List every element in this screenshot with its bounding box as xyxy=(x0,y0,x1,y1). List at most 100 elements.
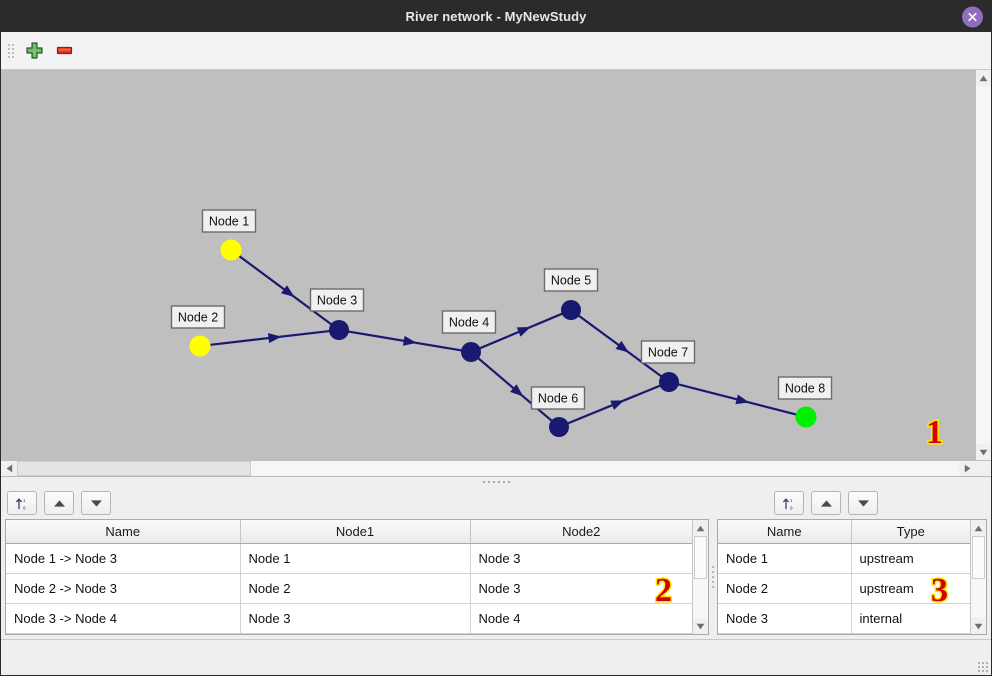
graph-vertical-scroll-track[interactable] xyxy=(976,86,991,444)
triangle-down-icon xyxy=(979,449,988,455)
graph-edge-arrow xyxy=(615,340,629,353)
reaches-vertical-scrollbar[interactable] xyxy=(692,520,708,634)
nodes-move-up-button[interactable] xyxy=(811,491,841,515)
reaches-sort-button[interactable]: 1 9 xyxy=(7,491,37,515)
column-header-node1[interactable]: Node1 xyxy=(240,520,471,544)
table-cell[interactable]: Node 4 -> Node 5 xyxy=(6,633,241,634)
table-cell[interactable]: Node 3 xyxy=(470,543,692,574)
column-header-name[interactable]: Name xyxy=(6,520,241,544)
reaches-scroll-down-button[interactable] xyxy=(693,618,708,634)
nodes-scroll-track[interactable] xyxy=(971,536,986,618)
graph-edge-arrow xyxy=(510,384,524,397)
nodes-move-down-button[interactable] xyxy=(848,491,878,515)
bottom-panel: 1 9 xyxy=(1,487,991,675)
reaches-move-down-button[interactable] xyxy=(81,491,111,515)
tables-splitter[interactable] xyxy=(709,519,717,635)
nodes-vertical-scrollbar[interactable] xyxy=(970,520,986,634)
graph-node-node-3[interactable] xyxy=(329,320,349,340)
panel-splitter[interactable] xyxy=(1,476,991,487)
table-cell[interactable]: Node 4 xyxy=(240,633,471,634)
triangle-up-icon xyxy=(696,525,705,531)
table-cell[interactable]: Node 4 xyxy=(718,633,852,634)
table-cell[interactable]: Node 4 xyxy=(470,603,692,634)
graph-scroll-down-button[interactable] xyxy=(976,444,991,460)
graph-edge-arrow xyxy=(281,285,295,298)
table-cell[interactable]: Node 3 -> Node 4 xyxy=(6,603,241,634)
column-header-type[interactable]: Type xyxy=(851,520,970,544)
graph-node-node-6[interactable] xyxy=(549,417,569,437)
window-title: River network - MyNewStudy xyxy=(405,9,587,24)
table-cell[interactable]: Node 2 -> Node 3 xyxy=(6,573,241,604)
resize-grip-icon[interactable] xyxy=(978,662,988,672)
graph-node-node-1[interactable] xyxy=(220,239,242,261)
table-cell[interactable]: upstream xyxy=(851,573,970,604)
reaches-scroll-thumb[interactable] xyxy=(694,536,707,579)
remove-node-button[interactable] xyxy=(49,36,79,66)
arrow-down-icon xyxy=(90,499,102,507)
column-header-name[interactable]: Name xyxy=(718,520,852,544)
column-header-node2[interactable]: Node2 xyxy=(470,520,692,544)
table-cell[interactable]: Node 1 -> Node 3 xyxy=(6,543,241,574)
nodes-sort-button[interactable]: 1 9 xyxy=(774,491,804,515)
graph-node-node-8[interactable] xyxy=(795,406,817,428)
arrow-down-icon xyxy=(857,499,869,507)
nodes-scroll-down-button[interactable] xyxy=(971,618,986,634)
reaches-scroll-track[interactable] xyxy=(693,536,708,618)
table-cell[interactable]: Node 2 xyxy=(718,573,852,604)
graph-node-label-node-3: Node 3 xyxy=(309,288,365,312)
graph-scroll-up-button[interactable] xyxy=(976,70,991,86)
remove-node-icon xyxy=(56,46,72,55)
graph-horizontal-scroll-track[interactable] xyxy=(17,461,959,476)
graph-scroll-left-button[interactable] xyxy=(1,461,17,476)
table-cell[interactable]: Node 3 xyxy=(470,573,692,604)
svg-text:Node 4: Node 4 xyxy=(449,316,489,330)
graph-horizontal-scroll-thumb[interactable] xyxy=(17,461,251,476)
graph-node-label-node-5: Node 5 xyxy=(543,268,599,292)
reaches-scroll-up-button[interactable] xyxy=(693,520,708,536)
graph-node-node-2[interactable] xyxy=(189,335,211,357)
graph-node-label-node-8: Node 8 xyxy=(777,376,833,400)
table-row[interactable]: Node 4internal xyxy=(718,633,970,634)
toolbar-grip[interactable] xyxy=(7,40,15,62)
graph-node-node-5[interactable] xyxy=(561,300,581,320)
table-cell[interactable]: Node 1 xyxy=(718,543,852,574)
table-cell[interactable]: Node 3 xyxy=(240,603,471,634)
graph-node-node-4[interactable] xyxy=(461,342,481,362)
arrow-up-icon xyxy=(820,499,832,507)
triangle-left-icon xyxy=(6,464,12,473)
table-cell[interactable]: Node 2 xyxy=(240,573,471,604)
table-cell[interactable]: Node 5 xyxy=(470,633,692,634)
close-button[interactable] xyxy=(962,6,983,27)
nodes-scroll-up-button[interactable] xyxy=(971,520,986,536)
triangle-down-icon xyxy=(696,623,705,629)
graph-horizontal-scrollbar[interactable] xyxy=(1,460,991,476)
title-bar: River network - MyNewStudy xyxy=(1,1,991,32)
graph-node-node-7[interactable] xyxy=(659,372,679,392)
table-cell[interactable]: internal xyxy=(851,603,970,634)
add-node-button[interactable] xyxy=(19,36,49,66)
table-cell[interactable]: Node 1 xyxy=(240,543,471,574)
svg-text:9: 9 xyxy=(790,505,793,510)
reaches-move-up-button[interactable] xyxy=(44,491,74,515)
svg-text:Node 7: Node 7 xyxy=(648,346,688,360)
table-cell[interactable]: upstream xyxy=(851,543,970,574)
table-cell[interactable]: internal xyxy=(851,633,970,634)
graph-scroll-right-button[interactable] xyxy=(959,461,975,476)
graph-vertical-scrollbar[interactable] xyxy=(975,70,991,460)
table-cell[interactable]: Node 3 xyxy=(718,603,852,634)
arrow-up-icon xyxy=(53,499,65,507)
nodes-scroll-thumb[interactable] xyxy=(972,536,985,579)
